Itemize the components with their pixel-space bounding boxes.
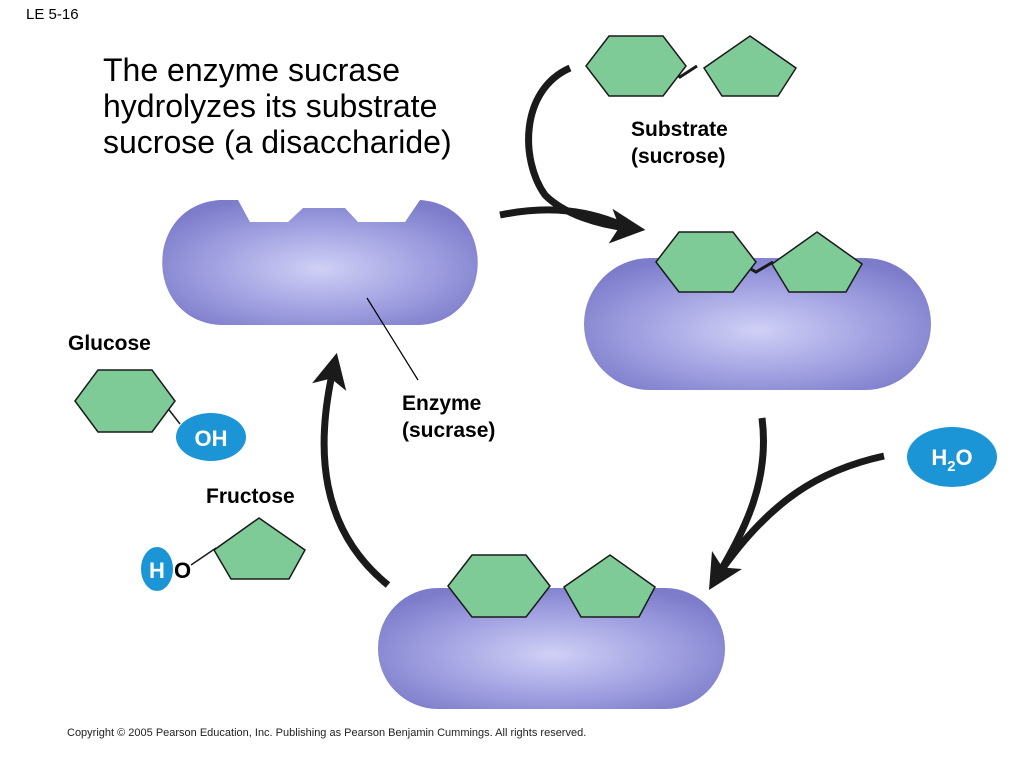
released-glucose: OH: [74, 369, 246, 461]
bound-fructose-ring: [770, 231, 863, 293]
slide-id: LE 5-16: [26, 6, 79, 23]
arrow-enzyme-to-complex: [499, 206, 630, 232]
water-h: H: [931, 445, 947, 470]
water-subscript: 2: [947, 458, 955, 475]
fructose-ring: [702, 35, 798, 97]
water-o: O: [956, 445, 973, 470]
glucose-label: Glucose: [68, 332, 151, 355]
enzyme-free: [162, 200, 478, 325]
enzyme-substrate-complex: [584, 258, 931, 390]
substrate-label-line2: (sucrose): [631, 145, 726, 169]
fructose-hydrogen-label: H: [149, 558, 165, 583]
copyright-notice: Copyright © 2005 Pearson Education, Inc.…: [67, 727, 587, 739]
arrow-water-entry: [715, 452, 885, 577]
enzyme-pointer-line: [366, 297, 419, 381]
enzyme-label-line2: (sucrase): [402, 419, 496, 443]
fructose-label: Fructose: [206, 485, 295, 508]
hydroxyl-badge: [176, 413, 246, 461]
enzyme-products-complex: [378, 588, 725, 709]
arrow-products-release: [312, 352, 391, 588]
hydrolyzed-products: [447, 554, 656, 618]
released-fructose: H O: [141, 517, 306, 591]
released-glucose-ring: [74, 369, 176, 433]
enzyme-label: Enzyme (sucrase): [402, 390, 495, 445]
substrate-sucrose-molecule: [585, 35, 798, 97]
enzyme-label-line1: Enzyme: [402, 392, 482, 415]
water-molecule: H2O: [907, 427, 997, 487]
substrate-label-line1: Substrate: [631, 118, 728, 141]
hydroxyl-label: OH: [195, 426, 228, 451]
arrow-substrate-binding: [525, 64, 646, 244]
product-fructose-ring: [563, 554, 656, 618]
glucose-ring: [585, 35, 687, 97]
product-glucose-ring: [447, 554, 551, 618]
substrate-label: Substrate (sucrose): [631, 116, 728, 171]
diagram-title: The enzyme sucrase hydrolyzes its substr…: [103, 52, 452, 161]
bound-sucrose-molecule: [655, 231, 863, 293]
hydrogen-badge: [141, 547, 173, 591]
released-fructose-ring: [213, 517, 306, 580]
bound-glucose-ring: [655, 231, 757, 293]
water-badge: [907, 427, 997, 487]
arrow-complex-to-hydrolysis: [708, 417, 767, 591]
water-label: H2O: [931, 445, 972, 475]
fructose-oxygen-label: O: [174, 558, 191, 583]
